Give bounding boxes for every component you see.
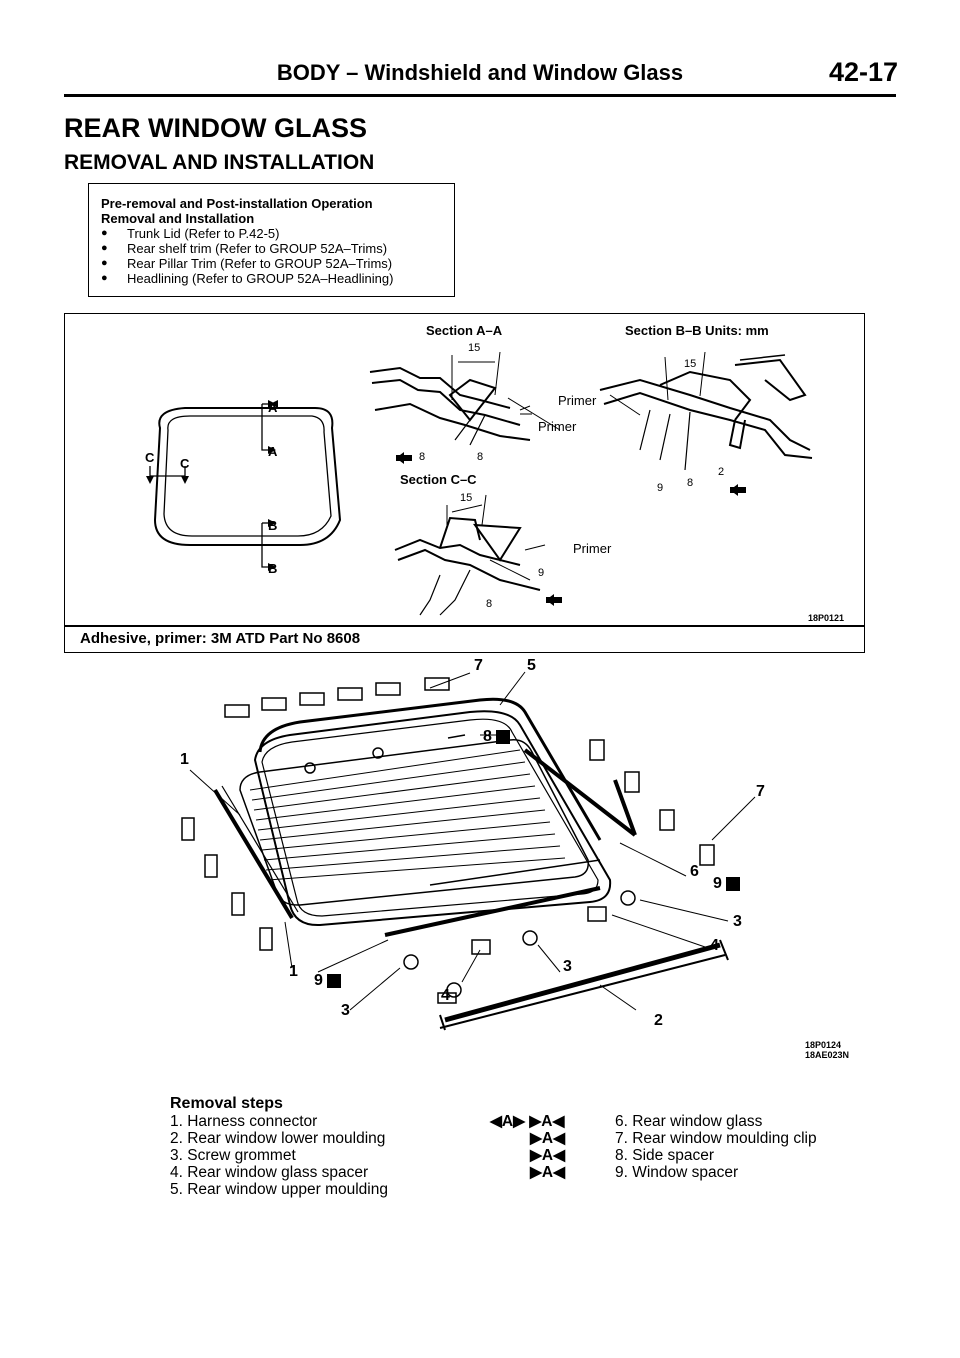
adhesive-note: Adhesive, primer: 3M ATD Part No 8608	[80, 630, 361, 647]
section-diagram-box	[64, 313, 865, 653]
step-item: 9. Window spacer	[615, 1164, 739, 1181]
step-item: 6. Rear window glass	[615, 1113, 763, 1130]
section-cc-label: Section C–C	[400, 472, 477, 487]
primer-label-3: Primer	[573, 541, 612, 556]
removal-steps-title: Removal steps	[170, 1095, 283, 1112]
callout-1-top: 1	[180, 751, 189, 768]
step-item: 1. Harness connector	[170, 1113, 318, 1130]
step-symbol: ▶A◀	[530, 1147, 566, 1164]
callout-9-left: 9	[314, 972, 323, 989]
page-number: 42-17	[828, 57, 898, 87]
pre-removal-box: Pre-removal and Post-installation Operat…	[88, 183, 455, 297]
callout-8: 8	[483, 728, 492, 745]
dim-8-bb: 8	[687, 477, 694, 489]
marker-b-top: B	[268, 518, 278, 533]
dim-15-bb: 15	[684, 358, 697, 370]
dim-9-cc: 9	[538, 567, 545, 579]
callout-9-right: 9	[713, 875, 722, 892]
dim-2-bb: 2	[718, 466, 725, 478]
callout-2: 2	[654, 1012, 663, 1029]
marker-b-bottom: B	[268, 561, 278, 576]
callout-4-right: 4	[710, 937, 719, 954]
pre-box-heading1: Pre-removal and Post-installation Operat…	[101, 196, 373, 211]
section-aa-label: Section A–A	[426, 323, 503, 338]
step-symbol: ▶A◀	[530, 1130, 566, 1147]
pre-box-list: Trunk Lid (Refer to P.42-5) Rear shelf t…	[101, 226, 454, 286]
pre-box-item: Trunk Lid (Refer to P.42-5)	[101, 226, 454, 241]
callout-5: 5	[527, 657, 536, 674]
pre-box-heading2: Removal and Installation	[101, 211, 255, 226]
pre-box-item: Rear Pillar Trim (Refer to GROUP 52A–Tri…	[101, 256, 454, 271]
marker-a-bottom: A	[268, 444, 278, 459]
step-item: 4. Rear window glass spacer	[170, 1164, 369, 1181]
callout-4-left: 4	[441, 987, 450, 1004]
page-title: REAR WINDOW GLASS	[64, 113, 367, 143]
step-symbol: ◀A▶ ▶A◀	[490, 1113, 565, 1130]
callout-3-mid: 3	[563, 958, 572, 975]
section-divider	[64, 625, 865, 627]
callout-7-top: 7	[474, 657, 483, 674]
marker-c-right: C	[180, 456, 190, 471]
header-title: BODY – Windshield and Window Glass	[276, 60, 684, 85]
window-outline	[153, 407, 342, 546]
step-item: 5. Rear window upper moulding	[170, 1181, 388, 1198]
figure-code-2: 18P0124	[805, 1040, 842, 1050]
figure-code-3: 18AE023N	[805, 1050, 850, 1060]
removal-steps-left: 1. Harness connector 2. Rear window lowe…	[170, 1113, 388, 1198]
step-item: 3. Screw grommet	[170, 1147, 296, 1164]
callout-6: 6	[690, 863, 699, 880]
marker-c-left: C	[145, 450, 155, 465]
section-subtitle: REMOVAL AND INSTALLATION	[64, 151, 375, 174]
dim-15-cc: 15	[460, 492, 473, 504]
figure-code-1: 18P0121	[808, 613, 845, 623]
dim-9-bb: 9	[657, 482, 664, 494]
callout-3-left: 3	[341, 1002, 350, 1019]
step-symbols: ◀A▶ ▶A◀ ▶A◀ ▶A◀ ▶A◀	[490, 1113, 566, 1181]
dim-15-aa: 15	[468, 342, 481, 354]
n-marker-icon	[726, 877, 740, 891]
callout-3-right: 3	[733, 913, 742, 930]
step-item: 8. Side spacer	[615, 1147, 715, 1164]
step-item: 2. Rear window lower moulding	[170, 1130, 386, 1147]
callout-1-bottom: 1	[289, 963, 298, 980]
step-symbol: ▶A◀	[530, 1164, 566, 1181]
step-item: 7. Rear window moulding clip	[615, 1130, 817, 1147]
callout-7-right: 7	[756, 783, 765, 800]
primer-label-1: Primer	[558, 393, 597, 408]
primer-label-2: Primer	[538, 419, 577, 434]
dim-8-aa-b: 8	[477, 451, 484, 463]
section-bb-label: Section B–B Units: mm	[625, 323, 769, 338]
dim-8-aa-a: 8	[419, 451, 426, 463]
marker-a-top: A	[268, 400, 278, 415]
removal-steps-right: 6. Rear window glass 7. Rear window moul…	[615, 1113, 817, 1181]
n-marker-icon	[496, 730, 510, 744]
pre-box-item: Headlining (Refer to GROUP 52A–Headlinin…	[101, 271, 454, 286]
header-rule	[64, 94, 896, 97]
dim-8-cc: 8	[486, 598, 493, 610]
pre-box-item: Rear shelf trim (Refer to GROUP 52A–Trim…	[101, 241, 454, 256]
rear-glass	[253, 710, 612, 927]
n-marker-icon	[327, 974, 341, 988]
